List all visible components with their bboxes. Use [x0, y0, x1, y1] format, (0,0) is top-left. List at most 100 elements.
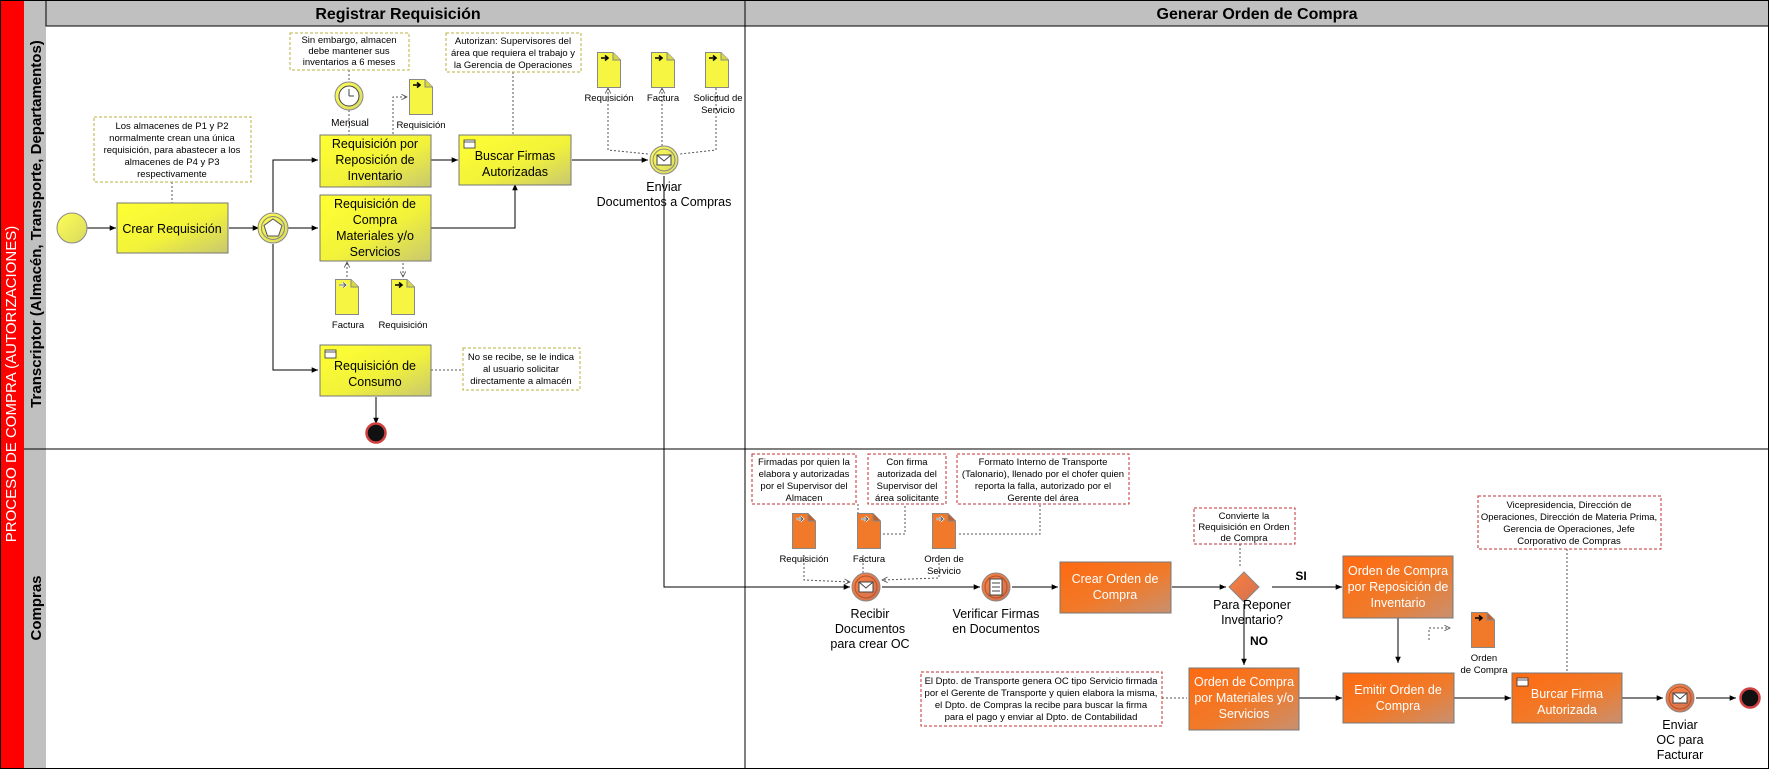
svg-text:Emitir Orden de: Emitir Orden de [1354, 683, 1442, 697]
task-buscar-firmas: Buscar Firmas Autorizadas [458, 134, 572, 186]
svg-text:el Dpto. de Compras la recibe: el Dpto. de Compras la recibe para busca… [935, 700, 1148, 711]
pool-bar [0, 0, 24, 769]
svg-text:Recibir: Recibir [851, 607, 890, 621]
svg-text:Servicio: Servicio [927, 566, 961, 577]
svg-text:Reposición de: Reposición de [335, 153, 414, 167]
svg-text:Requisición en Orden: Requisición en Orden [1198, 522, 1289, 533]
svg-text:Compra: Compra [1093, 588, 1138, 602]
svg-text:Mensual: Mensual [331, 118, 369, 129]
svg-text:Servicios: Servicios [1219, 707, 1270, 721]
task-oc-materiales: Orden de Compra por Materiales y/o Servi… [1188, 667, 1300, 731]
svg-text:Factura: Factura [853, 554, 886, 565]
timer-event-mensual: Mensual [331, 81, 369, 129]
svg-text:por el Supervisor del: por el Supervisor del [760, 481, 847, 492]
svg-text:Factura: Factura [332, 320, 365, 331]
svg-text:Documentos: Documentos [835, 622, 905, 636]
phase-header-generar [744, 0, 1769, 27]
svg-text:El Dpto. de Transporte genera: El Dpto. de Transporte genera OC tipo Se… [925, 676, 1159, 687]
svg-text:Requisición: Requisición [378, 320, 427, 331]
svg-text:Orden de Compra: Orden de Compra [1194, 675, 1294, 689]
svg-text:directamente a almacén: directamente a almacén [470, 376, 571, 387]
svg-text:Verificar Firmas: Verificar Firmas [953, 607, 1040, 621]
svg-text:para el pago y enviar al Dpto.: para el pago y enviar al Dpto. de Contab… [945, 712, 1138, 723]
lane-bar [24, 0, 46, 769]
svg-text:Operaciones, Dirección de Mate: Operaciones, Dirección de Materia Prima, [1481, 512, 1657, 523]
svg-text:Para Reponer: Para Reponer [1213, 598, 1291, 612]
svg-text:Materiales y/o: Materiales y/o [336, 229, 414, 243]
svg-text:Firmadas por quien la: Firmadas por quien la [758, 457, 851, 468]
phase-registrar-title: Registrar Requisición [315, 6, 480, 23]
annotation-con-firma: Con firma autorizada del Supervisor del … [867, 453, 947, 505]
svg-text:Crear Requisición: Crear Requisición [122, 222, 221, 236]
phase-header-registrar [45, 0, 746, 27]
svg-text:Inventario: Inventario [1371, 596, 1426, 610]
start-event [56, 212, 88, 244]
svg-text:Inventario: Inventario [348, 169, 403, 183]
task-req-materiales: Requisición de Compra Materiales y/o Ser… [319, 194, 432, 262]
pool-title: PROCESO DE COMPRA (AUTORIZACIONES) [3, 226, 20, 542]
end-event-compras [1739, 687, 1761, 709]
annotations: Los almacenes de P1 y P2 normalmente cre… [93, 32, 1662, 727]
doc-requisicion-reposicion: Requisición [396, 79, 446, 131]
svg-text:para crear OC: para crear OC [830, 637, 909, 651]
task-burcar-firma: Burcar Firma Autorizada [1511, 672, 1623, 724]
svg-text:Gerente del área: Gerente del área [1007, 493, 1079, 504]
svg-text:No se recibe, se le indica: No se recibe, se le indica [468, 352, 575, 363]
svg-text:Buscar Firmas: Buscar Firmas [475, 149, 556, 163]
svg-text:normalmente crean una única: normalmente crean una única [109, 133, 235, 144]
event-based-gateway [257, 212, 289, 244]
end-event-consumo [365, 422, 387, 444]
svg-text:área que requiera el trabajo y: área que requiera el trabajo y [451, 48, 575, 59]
svg-text:Enviar: Enviar [646, 180, 681, 194]
doc-requisicion-materiales: Requisición [378, 279, 428, 331]
svg-text:almacenes de P4 y P3: almacenes de P4 y P3 [124, 157, 219, 168]
associations [171, 70, 1568, 699]
svg-text:Sin embargo, almacen: Sin embargo, almacen [301, 35, 396, 46]
annotation-no-se-recibe: No se recibe, se le indica al usuario so… [462, 347, 581, 391]
svg-text:por el Gerente de Transporte y: por el Gerente de Transporte y quien ela… [925, 688, 1158, 699]
gateway-yes-label: SI [1295, 569, 1306, 583]
svg-text:Requisición de: Requisición de [334, 197, 416, 211]
svg-text:Convierte la: Convierte la [1219, 511, 1270, 522]
gateway-reponer: Para Reponer Inventario? SI NO [1213, 569, 1307, 648]
annotation-formato: Formato Interno de Transporte (Talonario… [956, 453, 1130, 505]
svg-text:inventarios a 6 meses: inventarios a 6 meses [303, 57, 396, 68]
lane-compras-title: Compras [28, 575, 45, 640]
svg-text:de Compra: de Compra [1461, 665, 1509, 676]
svg-text:reporta la falla, autorizado p: reporta la falla, autorizado por el [975, 481, 1111, 492]
svg-text:Los almacenes de P1 y P2: Los almacenes de P1 y P2 [115, 121, 228, 132]
message-event-enviar-oc: Enviar OC para Facturar [1656, 683, 1704, 762]
svg-text:Requisición: Requisición [779, 554, 828, 565]
annotation-convierte: Convierte la Requisición en Orden de Com… [1193, 507, 1296, 545]
message-event-recibir-docs: Recibir Documentos para crear OC [830, 572, 910, 651]
svg-text:Facturar: Facturar [1657, 748, 1704, 762]
svg-text:Burcar Firma: Burcar Firma [1531, 687, 1603, 701]
svg-text:Formato Interno de Transporte: Formato Interno de Transporte [979, 457, 1108, 468]
svg-text:Requisición: Requisición [396, 120, 445, 131]
svg-text:Orden de: Orden de [924, 554, 964, 565]
task-emitir-oc: Emitir Orden de Compra [1342, 672, 1455, 724]
svg-text:OC para: OC para [1656, 733, 1703, 747]
task-oc-reposicion: Orden de Compra por Reposición de Invent… [1342, 555, 1454, 619]
svg-text:Gerencia de Operaciones, Jefe: Gerencia de Operaciones, Jefe [1503, 524, 1635, 535]
svg-text:Compra: Compra [1376, 699, 1421, 713]
annotation-almacenes: Los almacenes de P1 y P2 normalmente cre… [93, 116, 252, 183]
svg-text:respectivamente: respectivamente [137, 169, 207, 180]
svg-text:área solicitante: área solicitante [875, 493, 939, 504]
svg-text:por Materiales y/o: por Materiales y/o [1194, 691, 1293, 705]
svg-text:Supervisor del: Supervisor del [877, 481, 938, 492]
svg-text:la Gerencia de Operaciones: la Gerencia de Operaciones [454, 60, 573, 71]
svg-text:al usuario solicitar: al usuario solicitar [483, 364, 559, 375]
svg-text:Crear Orden de: Crear Orden de [1072, 572, 1159, 586]
svg-text:Documentos a Compras: Documentos a Compras [597, 195, 732, 209]
svg-text:en Documentos: en Documentos [952, 622, 1040, 636]
svg-text:Servicios: Servicios [350, 245, 401, 259]
svg-text:por Reposición de: por Reposición de [1348, 580, 1449, 594]
svg-text:Autorizan: Supervisores del: Autorizan: Supervisores del [455, 36, 571, 47]
svg-text:de Compra: de Compra [1221, 533, 1269, 544]
doc-requisicion-enviar: Requisición [584, 52, 634, 104]
svg-text:Requisición por: Requisición por [332, 137, 418, 151]
task-req-reposicion: Requisición por Reposición de Inventario [319, 134, 432, 188]
